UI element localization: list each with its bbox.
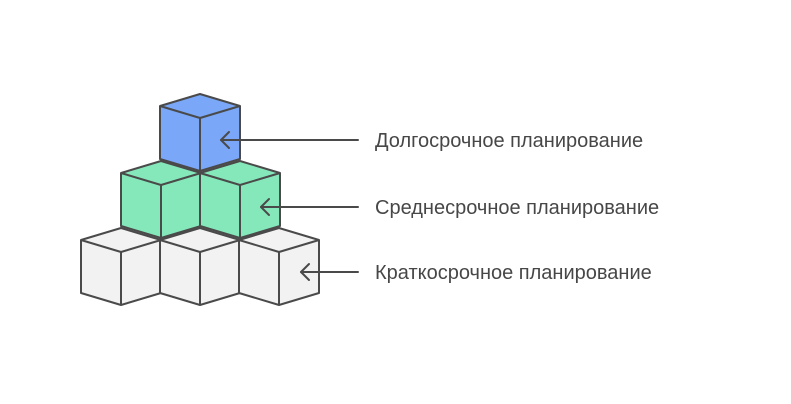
- label-long-term: Долгосрочное планирование: [375, 130, 643, 152]
- cube-medium-term-1: [121, 161, 201, 238]
- label-short-term: Краткосрочное планирование: [375, 262, 652, 284]
- cube-short-term-2: [160, 228, 240, 305]
- level-short-term: [81, 228, 319, 305]
- arrow-long-term: [221, 132, 358, 148]
- label-medium-term: Среднесрочное планирование: [375, 197, 659, 219]
- level-medium-term: [121, 161, 280, 238]
- cube-short-term-1: [81, 228, 161, 305]
